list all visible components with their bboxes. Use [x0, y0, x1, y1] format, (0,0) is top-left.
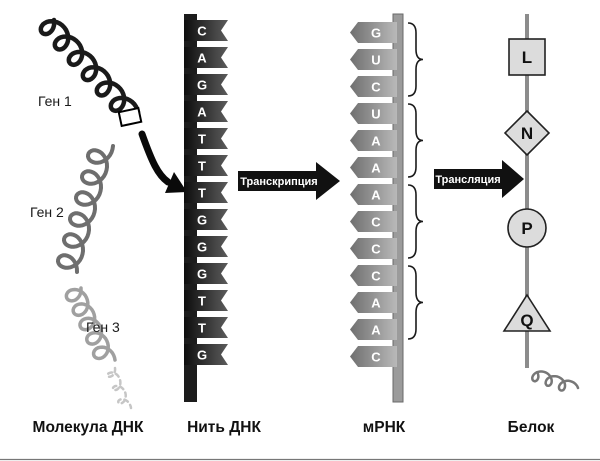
residue-letter: P	[521, 219, 532, 238]
dna-nucleotide-letter: G	[197, 240, 207, 255]
dna-nucleotide-flag	[184, 263, 228, 284]
dna-nucleotide-flag	[184, 236, 228, 257]
translation-arrow-shape	[434, 160, 524, 198]
gene-2-label: Ген 2	[30, 204, 64, 220]
transcription-arrow-shape	[238, 162, 340, 200]
dna-nucleotide-letter: C	[197, 24, 207, 39]
transcription-arrow: Транскрипция	[238, 162, 340, 200]
caption-protein: Белок	[508, 419, 555, 436]
mrna-nucleotide-flag	[350, 49, 397, 70]
dna-nucleotide-flag	[184, 344, 228, 365]
mrna-nucleotide-letter: A	[371, 134, 381, 149]
mrna-nucleotide-flag	[350, 184, 397, 205]
dna-nucleotide-flag	[184, 317, 228, 338]
mrna-nucleotide-flag	[350, 319, 397, 340]
dna-nucleotide-letter: A	[197, 105, 207, 120]
dna-nucleotide-flag	[184, 209, 228, 230]
residue-letter: L	[522, 48, 532, 67]
dna-nucleotide-letter: G	[197, 348, 207, 363]
residue-circle	[507, 208, 547, 248]
mrna-nucleotide-letter: A	[371, 296, 381, 311]
mrna-nucleotide-letter: C	[371, 242, 381, 257]
dna-nucleotide-letter: G	[197, 78, 207, 93]
mrna-nucleotide-flag	[350, 346, 397, 367]
dna-nucleotide-letter: T	[198, 159, 206, 174]
zoom-arrow	[138, 130, 172, 186]
dna-nucleotide-letter: A	[197, 51, 207, 66]
mrna-nucleotide-flag	[350, 265, 397, 286]
mrna-nucleotide-letter: C	[371, 269, 381, 284]
mrna-nucleotide-letter: A	[371, 161, 381, 176]
residue-triangle	[502, 293, 552, 332]
dna-helix-coil	[55, 144, 115, 274]
dna-nucleotide-flag	[184, 101, 228, 122]
caption-dna-strand: Нить ДНК	[187, 419, 261, 436]
dna-nucleotide-flag	[184, 128, 228, 149]
residue-diamond	[503, 109, 551, 157]
dna-helix-coil	[38, 17, 141, 115]
dna-nucleotide-flag	[184, 74, 228, 95]
gene-3-label: Ген 3	[86, 319, 120, 335]
mrna-nucleotide-flag	[350, 238, 397, 259]
mrna-nucleotide-letter: C	[371, 80, 381, 95]
dna-nucleotide-letter: T	[198, 186, 206, 201]
mrna-nucleotide-letter: U	[371, 107, 380, 122]
mrna-nucleotide-flag	[350, 211, 397, 232]
dna-nucleotide-flag	[184, 20, 228, 41]
mrna-nucleotide-letter: C	[371, 350, 381, 365]
mrna-nucleotide-flag	[350, 103, 397, 124]
caption-dna-molecule: Молекула ДНК	[33, 419, 144, 436]
dna-nucleotide-flag	[184, 47, 228, 68]
mrna-backbone	[392, 13, 404, 403]
protein-tail-coil	[531, 370, 580, 392]
mrna-nucleotide-flag	[350, 22, 397, 43]
dna-molecule-helix	[38, 17, 141, 410]
dna-nucleotide-letter: T	[198, 294, 206, 309]
gene-region-box	[117, 106, 143, 128]
residue-square	[508, 38, 546, 76]
gene-1-label: Ген 1	[38, 93, 72, 109]
translation-arrow: Трансляция	[434, 160, 524, 198]
codon-braces	[407, 22, 424, 340]
zoom-arrow-head	[165, 172, 187, 193]
dna-nucleotide-flag	[184, 155, 228, 176]
mrna-nucleotide-letter: C	[371, 215, 381, 230]
mrna-nucleotide-letter: A	[371, 323, 381, 338]
dna-helix-coil	[64, 286, 117, 362]
dna-nucleotide-flag	[184, 182, 228, 203]
mrna-nucleotide-letter: A	[371, 188, 381, 203]
dna-helix-coil	[106, 366, 133, 410]
mrna-nucleotide-flag	[350, 76, 397, 97]
translation-label: Трансляция	[435, 174, 500, 186]
dna-nucleotide-letter: T	[198, 321, 206, 336]
mrna-nucleotide-flag	[350, 292, 397, 313]
codon-brace	[407, 265, 424, 340]
dna-nucleotide-letter: T	[198, 132, 206, 147]
mrna-nucleotide-flag	[350, 157, 397, 178]
codon-brace	[407, 22, 424, 97]
codon-brace	[407, 103, 424, 178]
residue-letter: Q	[520, 311, 533, 330]
codon-brace	[407, 184, 424, 259]
mrna-nucleotide-letter: G	[371, 26, 381, 41]
protein-residues: L N P Q	[502, 38, 580, 392]
dna-nucleotide-letter: G	[197, 213, 207, 228]
caption-mrna: мРНК	[363, 419, 406, 436]
dna-strand-backbone	[184, 14, 197, 402]
residue-letter: N	[521, 124, 533, 143]
mrna-nucleotide-letter: U	[371, 53, 380, 68]
dna-nucleotide-letter: G	[197, 267, 207, 282]
mrna-nucleotide-flag	[350, 130, 397, 151]
transcription-label: Транскрипция	[240, 176, 317, 188]
dna-nucleotide-flag	[184, 290, 228, 311]
